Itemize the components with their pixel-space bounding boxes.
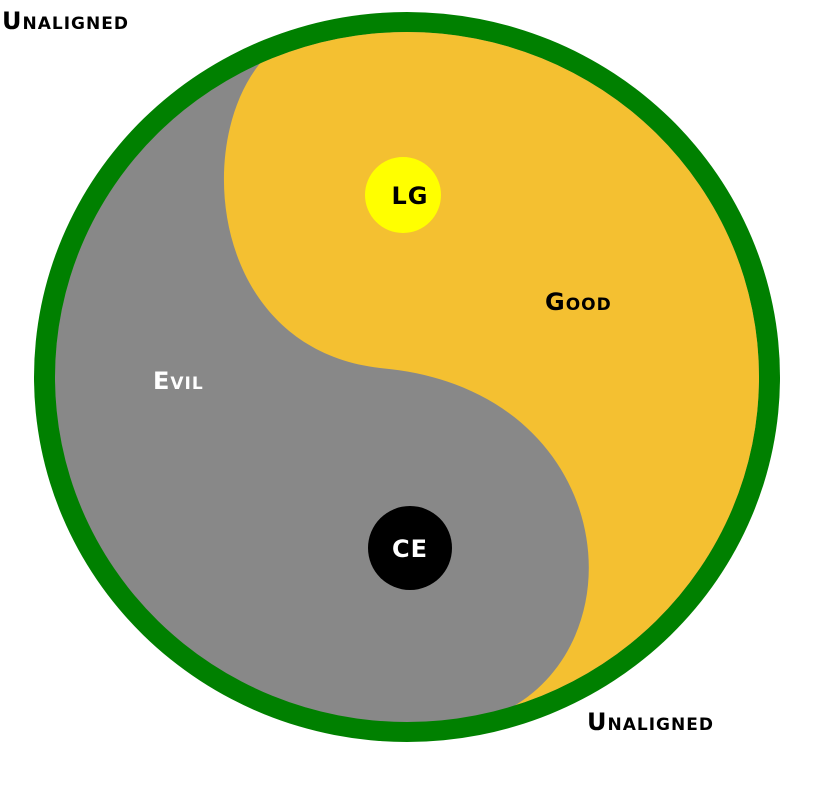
good-label: Good: [545, 288, 612, 316]
lg-circle: [365, 157, 441, 233]
ce-label: CE: [392, 535, 428, 563]
unaligned-bottom-label: Unaligned: [587, 708, 714, 736]
evil-label: Evil: [153, 367, 204, 395]
lg-label: LG: [392, 182, 429, 210]
ce-circle: [368, 506, 452, 590]
unaligned-top-label: Unaligned: [2, 7, 129, 35]
